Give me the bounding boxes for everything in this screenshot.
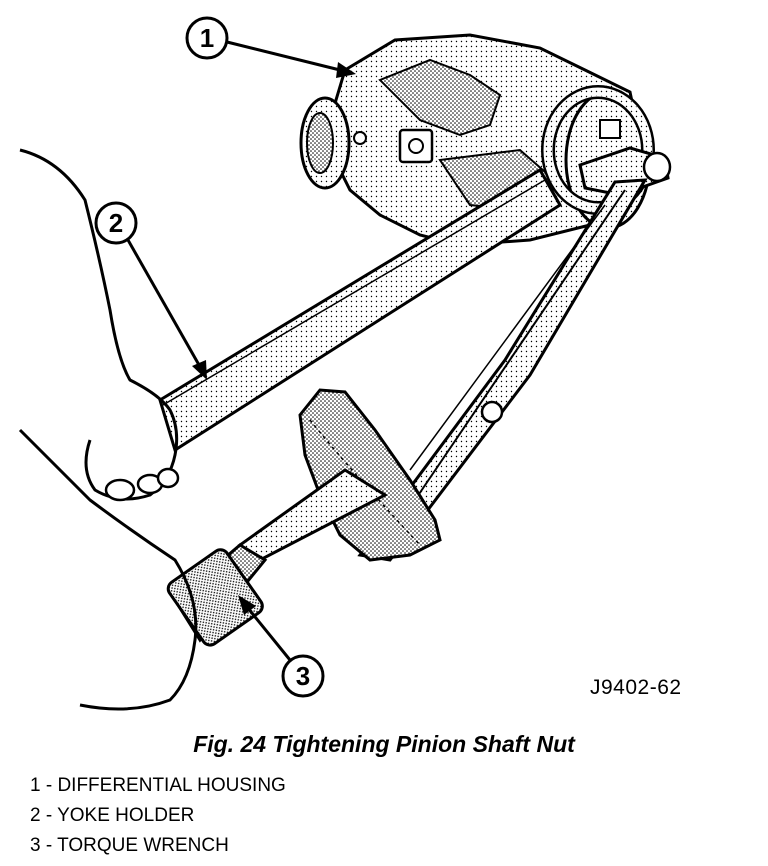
callout-2: 2	[94, 201, 207, 380]
callout-1-number: 1	[200, 23, 214, 53]
legend-item-differential-housing: 1 - DIFFERENTIAL HOUSING	[30, 775, 286, 796]
legend-list: 1 - DIFFERENTIAL HOUSING 2 - YOKE HOLDER…	[30, 775, 286, 865]
callout-2-number: 2	[109, 208, 123, 238]
callout-3-number: 3	[296, 661, 310, 691]
legend-item-torque-wrench: 3 - TORQUE WRENCH	[30, 835, 229, 856]
hand-outline	[18, 148, 198, 711]
torque-wrench	[166, 146, 672, 647]
callout-3: 3	[238, 595, 325, 698]
legend-item-yoke-holder: 2 - YOKE HOLDER	[30, 805, 195, 826]
figure-caption: Fig. 24 Tightening Pinion Shaft Nut	[193, 731, 575, 757]
callout-1: 1	[185, 16, 356, 78]
figure-id: J9402-62	[590, 676, 682, 699]
